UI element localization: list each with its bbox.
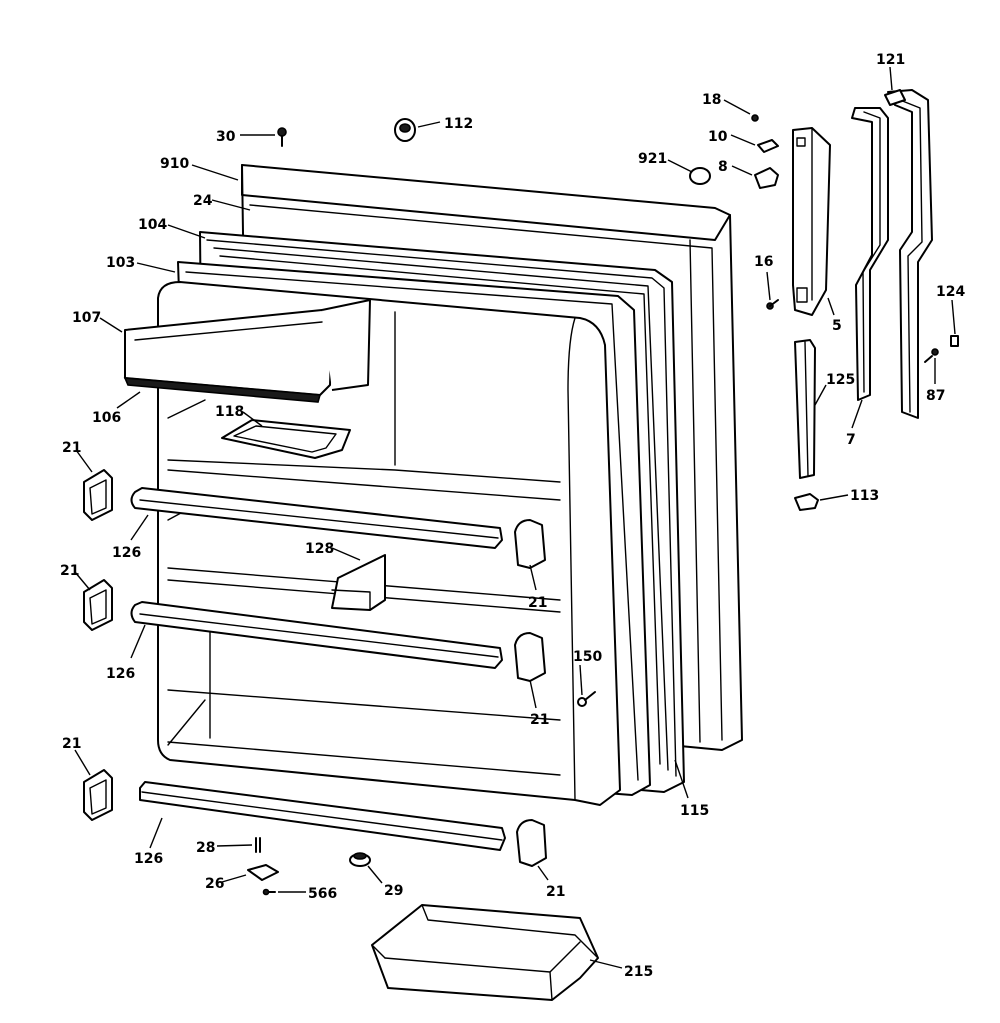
screw-566 (262, 888, 276, 896)
cap-8 (754, 167, 779, 189)
callout-10: 10 (708, 129, 728, 145)
bushing-10 (757, 139, 779, 153)
callout-910: 910 (160, 156, 189, 172)
shelf-end-cap-right-2 (514, 632, 546, 682)
door-bin (371, 904, 599, 1001)
callout-106: 106 (92, 410, 121, 426)
callout-29: 29 (384, 883, 403, 899)
callout-150: 150 (573, 649, 602, 665)
plug-112 (394, 118, 416, 142)
callout-112: 112 (444, 116, 473, 132)
dairy-compartment-door (124, 299, 371, 396)
handle-bar-121 (884, 89, 933, 419)
shelf-divider (331, 554, 386, 611)
callout-24: 24 (193, 193, 213, 209)
stop-113 (794, 493, 819, 511)
callout-921: 921 (638, 151, 667, 167)
callout-126-upper: 126 (112, 545, 141, 561)
callout-18: 18 (702, 92, 721, 108)
hinge-bracket-5 (792, 127, 831, 316)
small-bracket-26 (247, 864, 279, 881)
callout-21-left-3: 21 (62, 736, 81, 752)
callout-21-left-1: 21 (62, 440, 81, 456)
leader-lines (74, 66, 956, 969)
callout-124: 124 (936, 284, 965, 300)
callout-26: 26 (205, 876, 224, 892)
callout-126-middle: 126 (106, 666, 135, 682)
shelf-end-cap-right-1 (514, 519, 546, 569)
dairy-door-hinge-strip (123, 377, 322, 403)
callout-128: 128 (305, 541, 334, 557)
callout-566: 566 (308, 886, 337, 902)
callout-126-lower: 126 (134, 851, 163, 867)
shelf-end-cap-right-3 (516, 819, 547, 867)
screw-124 (950, 335, 959, 347)
callout-7: 7 (846, 432, 856, 448)
trim-strip-125 (794, 339, 816, 479)
callout-21-right-2: 21 (530, 712, 549, 728)
callout-28: 28 (196, 840, 215, 856)
callout-215: 215 (624, 964, 653, 980)
callout-121: 121 (876, 52, 905, 68)
callout-118: 118 (215, 404, 244, 420)
cap-921 (689, 167, 711, 185)
callout-21-right-1: 21 (528, 595, 547, 611)
callout-21-right-3: 21 (546, 884, 565, 900)
callout-103: 103 (106, 255, 135, 271)
screw-30 (277, 127, 287, 147)
door-shelf-bar-upper (130, 487, 503, 549)
screw-87 (924, 348, 939, 363)
callout-8: 8 (718, 159, 728, 175)
callout-5: 5 (832, 318, 842, 334)
callout-labels: 30 112 910 24 104 103 107 106 118 21 126… (60, 52, 965, 980)
screw-16 (766, 299, 779, 310)
shelf-end-cap-left-2 (83, 579, 113, 631)
egg-tray (221, 419, 351, 459)
callout-104: 104 (138, 217, 167, 233)
callout-125: 125 (826, 372, 855, 388)
door-shelf-bar-lower (139, 781, 506, 851)
shelf-end-cap-left-1 (83, 469, 113, 521)
callout-16: 16 (754, 254, 773, 270)
clip-28 (255, 837, 261, 853)
liner-body (157, 281, 621, 806)
callout-113: 113 (850, 488, 879, 504)
handle-bar-7 (851, 107, 889, 401)
callout-30: 30 (216, 129, 236, 145)
callout-87: 87 (926, 388, 945, 404)
callout-115: 115 (680, 803, 709, 819)
shelf-end-cap-left-3 (83, 769, 113, 821)
callout-107: 107 (72, 310, 101, 326)
door-shelf-bar-middle (130, 601, 503, 669)
callout-21-left-2: 21 (60, 563, 79, 579)
screw-18 (751, 114, 759, 122)
screw-150 (577, 691, 596, 707)
grommet-29 (349, 852, 371, 867)
